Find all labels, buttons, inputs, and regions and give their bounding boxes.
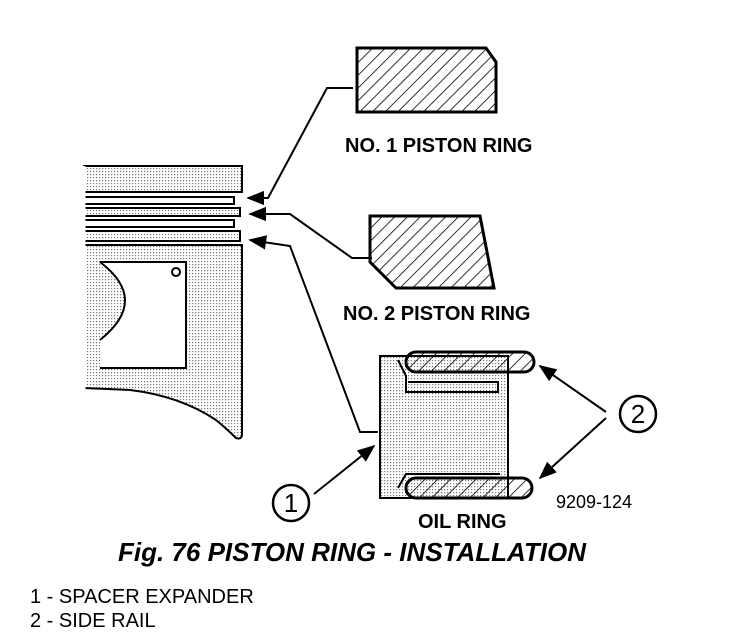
legend-item-1: 1 - SPACER EXPANDER [30, 586, 254, 608]
callout-1: 1 [284, 488, 298, 518]
figure-caption: Fig. 76 PISTON RING - INSTALLATION [118, 537, 587, 567]
ring2-label: NO. 2 PISTON RING [343, 303, 530, 325]
upper-side-rail [404, 350, 536, 374]
lower-side-rail [404, 476, 534, 500]
oil-ring-label: OIL RING [418, 511, 507, 533]
ring1-section [355, 46, 498, 114]
ring1-label: NO. 1 PISTON RING [345, 135, 532, 157]
legend-item-2: 2 - SIDE RAIL [30, 610, 156, 632]
oil-ring-assembly [379, 350, 536, 500]
ring2-section [368, 214, 496, 290]
piston-body [82, 165, 243, 440]
callout-2: 2 [631, 399, 645, 429]
figure-code: 9209-124 [556, 492, 632, 512]
